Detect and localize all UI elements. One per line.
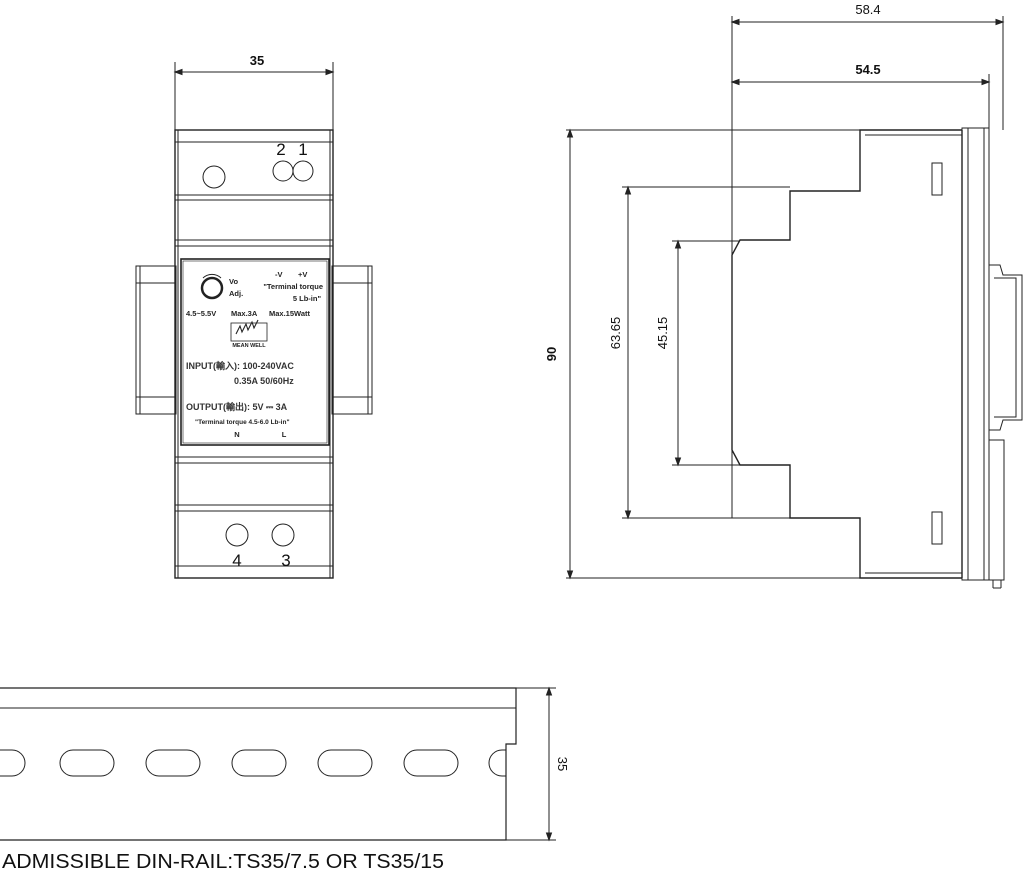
label-l: L <box>282 430 287 439</box>
din-rail-caption: ADMISSIBLE DIN-RAIL:TS35/7.5 OR TS35/15 <box>2 851 444 873</box>
terminal-number-2: 2 <box>276 140 285 159</box>
label-input: INPUT(輸入): 100-240VAC <box>186 360 294 371</box>
label-plus-v: +V <box>298 270 307 279</box>
front-view <box>135 62 373 579</box>
label-minus-v: -V <box>275 270 283 279</box>
label-out-range: 4.5~5.5V <box>186 309 216 318</box>
side-view <box>566 16 1023 589</box>
dim-front-width: 35 <box>250 53 264 68</box>
label-torque-top-2: 5 Lb-in" <box>293 294 322 303</box>
dim-rail-height: 35 <box>555 757 570 771</box>
terminal-number-1: 1 <box>298 140 307 159</box>
label-max-current: Max.3A <box>231 309 258 318</box>
label-n: N <box>234 430 239 439</box>
label-input-2: 0.35A 50/60Hz <box>234 376 294 386</box>
dim-depth: 54.5 <box>855 62 880 77</box>
label-torque-top-1: "Terminal torque <box>263 282 323 291</box>
terminal-number-3: 3 <box>281 551 290 570</box>
dim-height: 90 <box>544 347 559 361</box>
label-max-power: Max.15Watt <box>269 309 310 318</box>
din-rail <box>0 686 556 842</box>
label-adj: Adj. <box>229 289 243 298</box>
dim-inner-height-1: 63.65 <box>608 317 623 350</box>
label-torque-bottom: "Terminal torque 4.5-6.0 Lb-in" <box>195 419 290 426</box>
terminal-number-4: 4 <box>232 551 241 570</box>
brand-logo-text: MEAN WELL <box>232 343 266 349</box>
dim-depth-total: 58.4 <box>855 2 880 17</box>
label-vo: Vo <box>229 277 238 286</box>
dim-inner-height-2: 45.15 <box>655 317 670 350</box>
label-output: OUTPUT(輸出): 5V ⎓ 3A <box>186 401 288 412</box>
